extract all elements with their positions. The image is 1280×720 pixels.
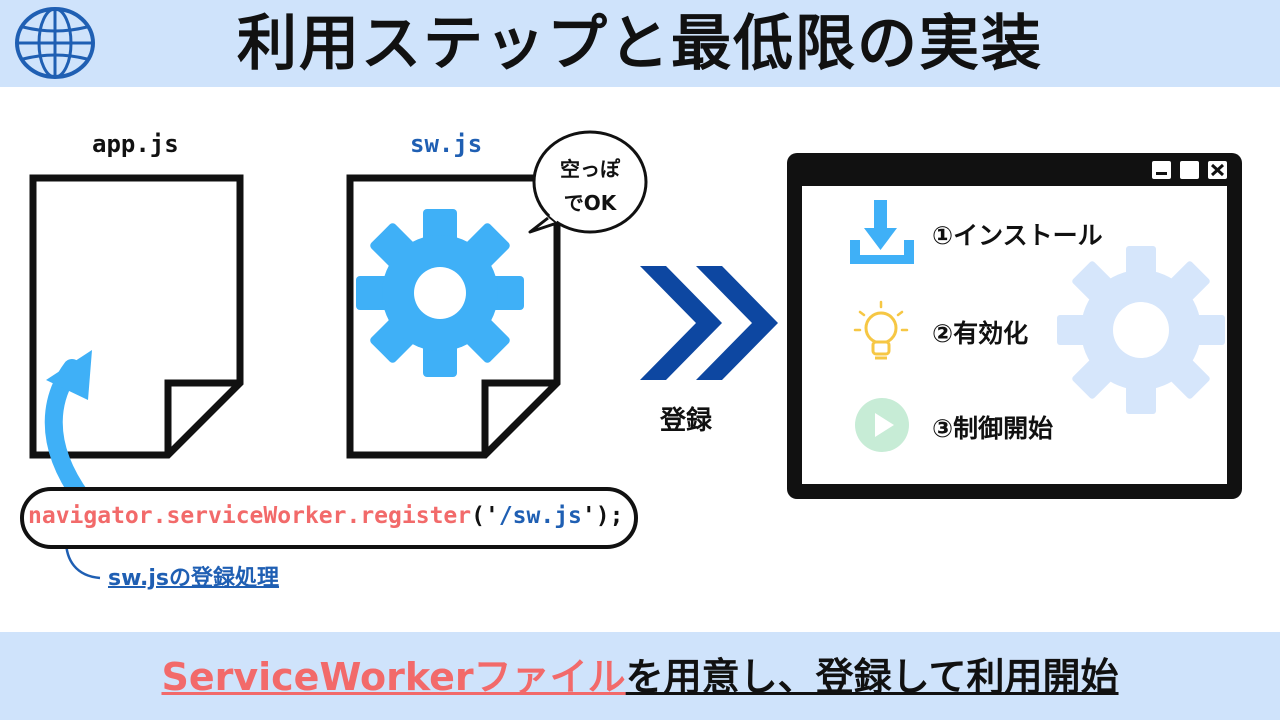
maximize-icon	[1180, 161, 1199, 179]
sw-js-label: sw.js	[410, 130, 483, 158]
header-bar: 利用ステップと最低限の実装	[0, 0, 1280, 87]
footer-bar: ServiceWorkerファイルを用意し、登録して利用開始	[0, 632, 1280, 720]
register-code: navigator.serviceWorker.register('/sw.js…	[28, 503, 623, 529]
code-close: ');	[581, 503, 624, 529]
code-function: navigator.serviceWorker.register	[28, 503, 472, 529]
app-js-file-icon	[29, 174, 244, 459]
step-control-label: ③制御開始	[932, 414, 1054, 443]
code-arg: /sw.js	[498, 503, 582, 529]
bubble-line-1: 空っぽ	[560, 157, 620, 181]
register-note: sw.jsの登録処理	[108, 566, 280, 591]
page-title: 利用ステップと最低限の実装	[237, 9, 1043, 79]
minimize-icon	[1152, 161, 1171, 179]
code-pill	[20, 487, 638, 549]
app-js-label: app.js	[92, 130, 179, 158]
lightbulb-icon	[853, 300, 909, 360]
play-icon	[855, 398, 909, 452]
register-label: 登録	[660, 406, 713, 436]
globe-icon	[15, 7, 95, 79]
gear-icon	[356, 209, 524, 377]
footer-rest: を用意し、登録して利用開始	[625, 655, 1119, 699]
footer-sentence: ServiceWorkerファイルを用意し、登録して利用開始	[0, 654, 1280, 700]
step-install-label: ①インストール	[932, 221, 1103, 250]
bubble-text: 空っぽ でOK	[540, 152, 640, 220]
background-gear-icon	[1057, 246, 1225, 414]
download-icon	[850, 200, 914, 264]
code-open: ('	[471, 503, 499, 529]
register-arrow-icon	[44, 350, 92, 507]
double-chevron-icon	[640, 266, 778, 380]
footer-highlight: ServiceWorkerファイル	[161, 655, 626, 699]
bubble-line-2: でOK	[563, 191, 617, 215]
step-activate-label: ②有効化	[932, 319, 1029, 348]
speech-bubble	[528, 130, 648, 234]
